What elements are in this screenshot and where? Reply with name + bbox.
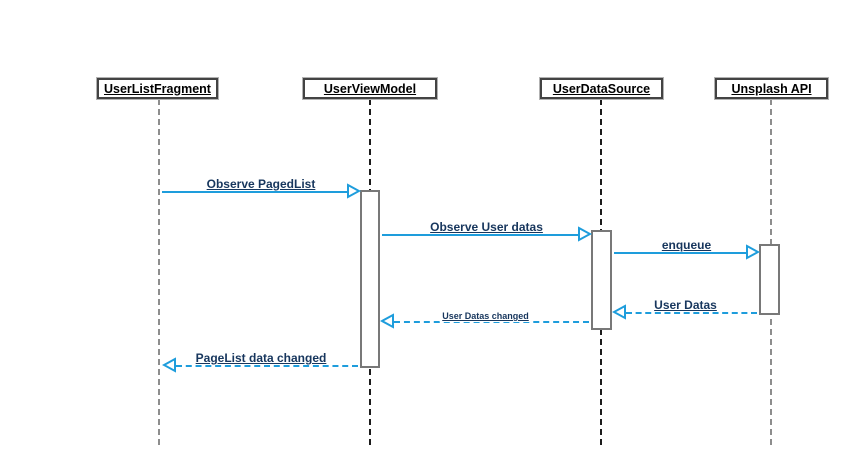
message-label-2: enqueue	[658, 238, 715, 253]
participant-label: UserViewModel	[323, 81, 417, 96]
arrowhead-left-icon	[379, 313, 395, 329]
message-label-1: Observe User datas	[427, 220, 546, 235]
activation-unsplash-api	[759, 244, 780, 315]
message-label-0: Observe PagedList	[203, 177, 319, 192]
participant-label: UserListFragment	[104, 81, 211, 96]
participant-user-data-source: UserDataSource	[539, 77, 664, 100]
arrowhead-left-icon	[611, 304, 627, 320]
arrowhead-right-icon	[745, 244, 761, 260]
message-line-2	[614, 252, 747, 254]
arrowhead-right-icon	[577, 226, 593, 242]
message-label-4: User Datas changed	[439, 311, 532, 322]
message-line-0	[162, 191, 348, 193]
lifeline-user-list-fragment	[158, 99, 160, 445]
message-line-4	[394, 321, 589, 323]
participant-user-view-model: UserViewModel	[302, 77, 438, 100]
arrowhead-right-icon	[346, 183, 362, 199]
message-line-1	[382, 234, 579, 236]
activation-user-data-source	[591, 230, 612, 330]
message-line-3	[626, 312, 757, 314]
message-label-3: User Datas	[651, 298, 720, 313]
participant-unsplash-api: Unsplash API	[714, 77, 829, 100]
participant-label: UserDataSource	[552, 81, 651, 96]
arrowhead-left-icon	[161, 357, 177, 373]
message-label-5: PageList data changed	[192, 351, 330, 366]
participant-user-list-fragment: UserListFragment	[96, 77, 219, 100]
message-line-5	[176, 365, 358, 367]
activation-user-view-model	[360, 190, 380, 368]
participant-label: Unsplash API	[731, 81, 812, 96]
